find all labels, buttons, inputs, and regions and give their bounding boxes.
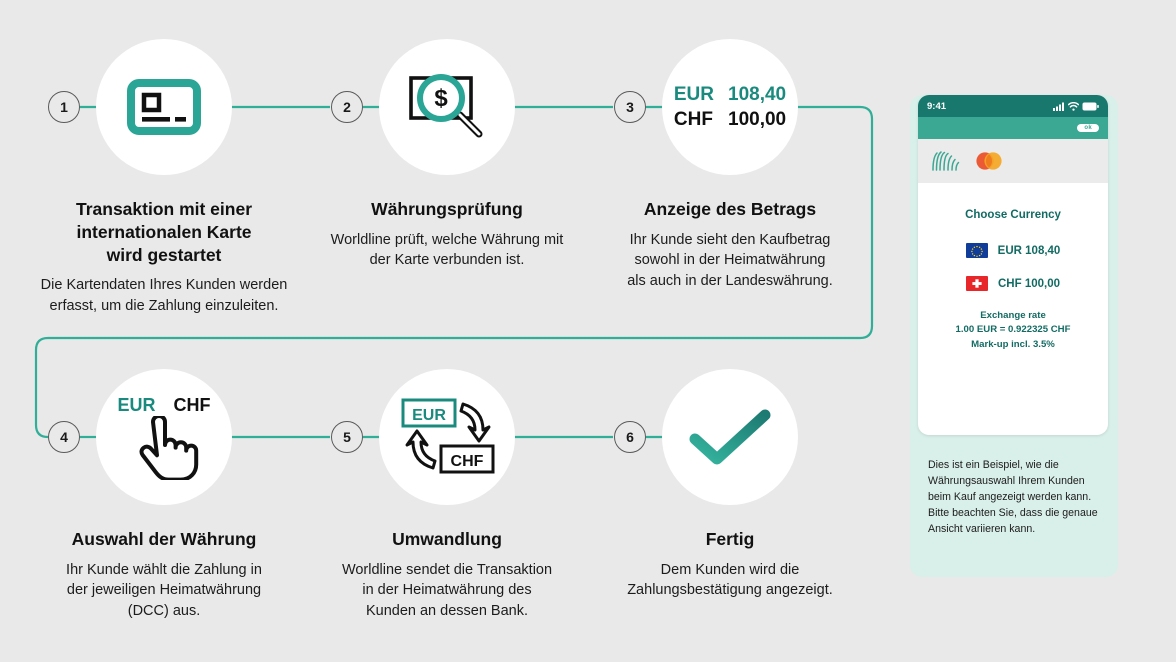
step-badge-2: 2 [331, 91, 363, 123]
amount-table: EUR 108,40 CHF 100,00 [674, 84, 786, 131]
step-caption-1: Transaktion mit einer internationalen Ka… [20, 198, 308, 316]
step-title-5: Umwandlung [392, 529, 502, 549]
step-title-3: Anzeige des Betrags [643, 199, 817, 219]
step-number-3: 3 [626, 99, 634, 115]
battery-icon [1082, 102, 1099, 110]
step-number-6: 6 [626, 429, 634, 445]
phone-teal-band: ok [918, 117, 1108, 139]
banknote-magnifier-icon: $ [409, 74, 483, 138]
wifi-icon [1068, 101, 1079, 111]
step-body-5: Worldline sendet die Transaktion in der … [341, 561, 553, 619]
currency-label-chf: CHF 100,00 [997, 277, 1060, 290]
step-body-2: Worldline prüft, welche Währung mit der … [330, 231, 564, 269]
step-title-6: Fertig [705, 529, 755, 549]
step-caption-5: Umwandlung Worldline sendet die Transakt… [303, 528, 591, 621]
status-pill: ok [1077, 124, 1099, 132]
exchange-rate-value: 1.00 EUR = 0.922325 CHF [955, 324, 1071, 336]
amount-currency-eur: EUR [673, 83, 714, 105]
step-title-4: Auswahl der Währung [71, 529, 257, 549]
step-circle-1 [96, 39, 232, 175]
step-number-4: 4 [60, 429, 68, 445]
mastercard-logo [976, 152, 1002, 170]
currency-choice-chf: CHF [173, 394, 211, 415]
step-body-4: Ihr Kunde wählt die Zahlung in der jewei… [66, 561, 262, 619]
currency-option-eur[interactable]: EUR 108,40 [928, 243, 1098, 258]
step-number-5: 5 [343, 429, 351, 445]
step-number-1: 1 [60, 99, 68, 115]
exchange-rate-heading: Exchange rate [980, 310, 1046, 321]
step-title-2: Währungsprüfung [371, 199, 523, 219]
choose-currency-title: Choose Currency [965, 209, 1061, 221]
credit-card-icon [127, 79, 201, 135]
status-icon-group [1053, 101, 1099, 111]
amount-value-eur: 108,40 [728, 83, 787, 105]
phone-status-bar: 9:41 [918, 95, 1108, 117]
worldline-logo [932, 151, 960, 171]
step-caption-4: Auswahl der Währung Ihr Kunde wählt die … [20, 528, 308, 621]
step-title-1: Transaktion mit einer internationalen Ka… [75, 199, 253, 265]
exchange-rate-markup: Mark-up incl. 3.5% [971, 338, 1055, 350]
phone-content: Choose Currency EUR 108,40 [918, 183, 1108, 352]
step-body-1: Die Kartendaten Ihres Kunden werden erfa… [40, 277, 288, 314]
phone-mockup: 9:41 ok [918, 95, 1108, 435]
step-badge-1: 1 [48, 91, 80, 123]
swiss-flag-icon [965, 276, 988, 291]
svg-text:CHF: CHF [451, 453, 484, 470]
step-number-2: 2 [343, 99, 351, 115]
currency-choice-row: EUR CHF [117, 395, 210, 416]
step-body-3: Ihr Kunde sieht den Kaufbetrag sowohl in… [627, 231, 833, 289]
phone-disclaimer-note: Dies ist ein Beispiel, wie die Währungsa… [928, 459, 1098, 535]
step-circle-4: EUR CHF [96, 369, 232, 505]
currency-choice-eur: EUR [117, 394, 156, 415]
status-time: 9:41 [927, 100, 947, 112]
currency-option-chf[interactable]: CHF 100,00 [928, 276, 1098, 291]
step-badge-3: 3 [614, 91, 646, 123]
step-circle-3: EUR 108,40 CHF 100,00 [662, 39, 798, 175]
exchange-rate-block: Exchange rate 1.00 EUR = 0.922325 CHF Ma… [928, 309, 1098, 352]
amount-currency-chf: CHF [673, 108, 713, 130]
step-caption-6: Fertig Dem Kunden wird die Zahlungsbestä… [586, 528, 874, 601]
svg-text:$: $ [434, 85, 448, 112]
currency-label-eur: EUR 108,40 [997, 244, 1061, 257]
step-circle-2: $ [379, 39, 515, 175]
step-badge-5: 5 [331, 421, 363, 453]
step-circle-6 [662, 369, 798, 505]
step-badge-4: 4 [48, 421, 80, 453]
pointing-hand-icon [139, 415, 199, 480]
step-circle-5: EUR CHF [379, 369, 515, 505]
step-caption-2: Währungsprüfung Worldline prüft, welche … [303, 198, 591, 271]
svg-text:EUR: EUR [412, 407, 446, 424]
step-caption-3: Anzeige des Betrags Ihr Kunde sieht den … [586, 198, 874, 291]
checkmark-icon [689, 409, 771, 465]
currency-conversion-icon: EUR CHF [401, 398, 495, 474]
phone-logo-bar [918, 139, 1108, 183]
step-badge-6: 6 [614, 421, 646, 453]
eu-flag-icon [965, 243, 988, 258]
signal-icon [1053, 102, 1064, 111]
amount-value-chf: 100,00 [728, 108, 787, 130]
step-body-6: Dem Kunden wird die Zahlungsbestätigung … [627, 561, 833, 599]
